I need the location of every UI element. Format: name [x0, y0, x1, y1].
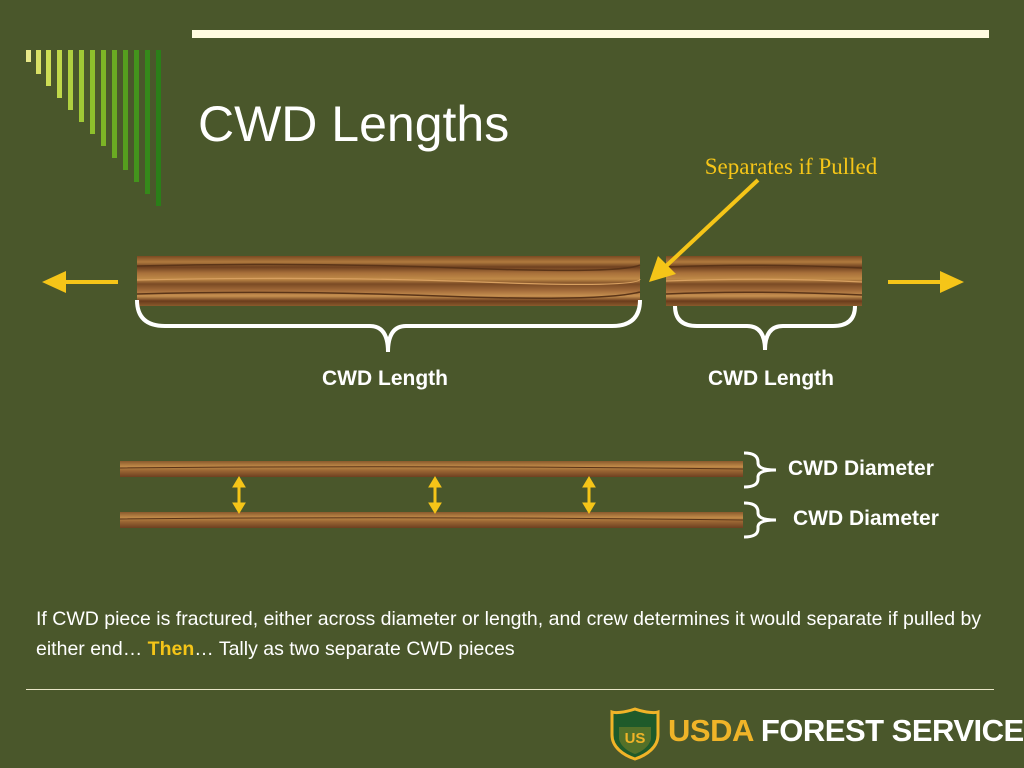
body-text-then: Then	[147, 638, 195, 660]
decorative-stripes	[26, 50, 161, 206]
body-text-before: If CWD piece is fractured, either across…	[36, 608, 982, 660]
body-text-after: … Tally as two separate CWD pieces	[194, 638, 515, 660]
brace-icon	[135, 299, 642, 353]
brace-icon	[743, 451, 777, 489]
log-thin-bottom	[119, 512, 744, 528]
slide-title: CWD Lengths	[198, 96, 510, 152]
brand-usda: USDA	[668, 713, 753, 748]
double-arrow-icon	[582, 476, 596, 514]
cwd-diameter-label: CWD Diameter	[793, 507, 939, 530]
top-rule	[192, 30, 989, 38]
cwd-length-label: CWD Length	[322, 367, 448, 390]
double-arrow-icon	[428, 476, 442, 514]
cwd-length-label: CWD Length	[708, 367, 834, 390]
log-short	[665, 256, 863, 306]
callout-text: Separates if Pulled	[704, 154, 878, 179]
log-thin-top	[119, 461, 744, 477]
brace-icon	[673, 305, 857, 351]
bottom-rule	[26, 689, 994, 690]
forest-service-brand: USDA FOREST SERVICE	[668, 709, 1024, 753]
cwd-diameter-label: CWD Diameter	[788, 457, 934, 480]
double-arrow-icon	[232, 476, 246, 514]
brand-forest-service: FOREST SERVICE	[760, 713, 1024, 748]
shield-text: US	[625, 730, 646, 747]
callout-arrow-icon	[649, 178, 760, 282]
body-text: If CWD piece is fractured, either across…	[36, 604, 996, 664]
right-arrow-icon	[888, 271, 964, 293]
left-arrow-icon	[42, 271, 118, 293]
brace-icon	[743, 501, 777, 539]
usfs-shield-icon: US	[610, 707, 660, 761]
log-long	[136, 256, 641, 306]
